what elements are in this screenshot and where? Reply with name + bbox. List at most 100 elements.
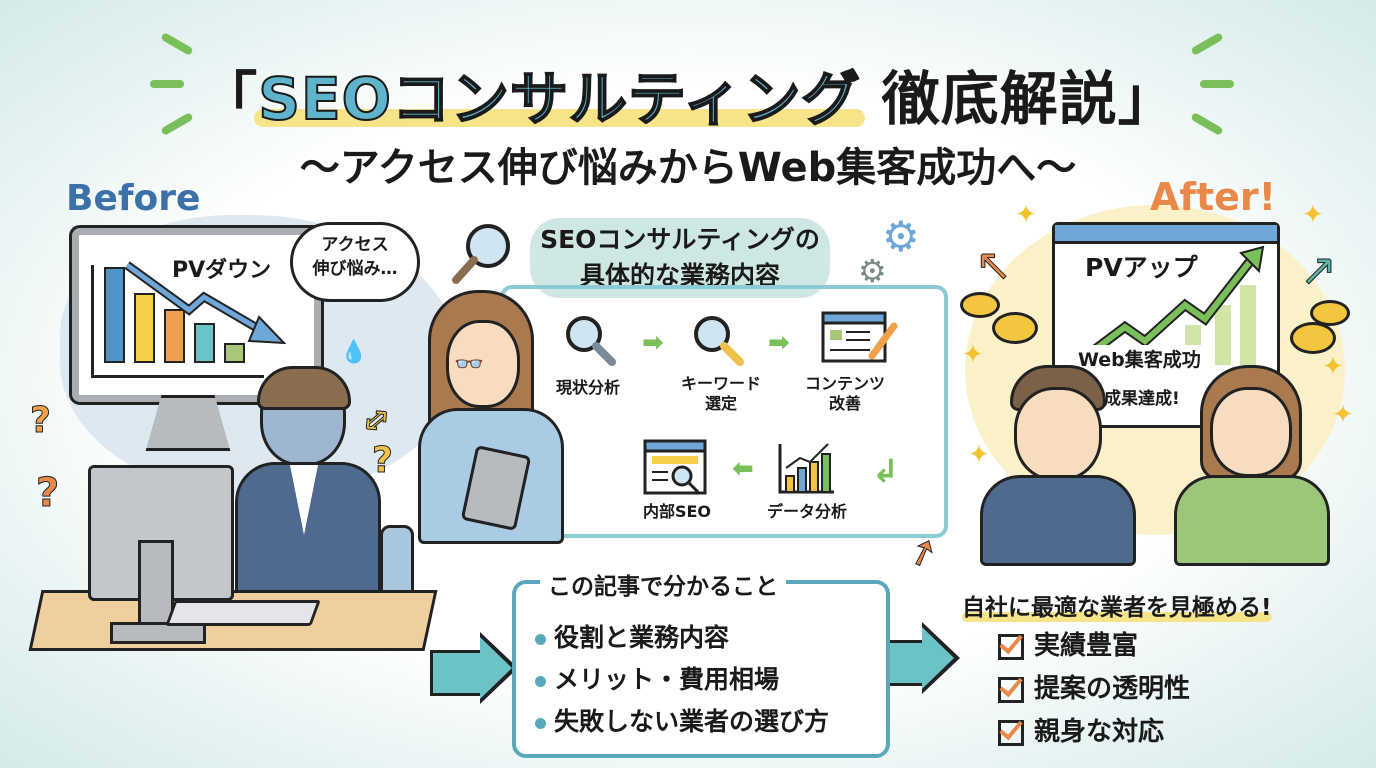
desktop-computer: [88, 465, 234, 601]
coin-icon: [960, 292, 1000, 318]
checkbox-checked-icon: [998, 633, 1024, 660]
arrow-right-icon: ➡: [768, 328, 790, 358]
consultant-woman: 👓: [418, 290, 568, 550]
article-summary-item-text: 役割と業務内容: [554, 623, 730, 652]
checkbox-checked-icon: [998, 676, 1024, 703]
chart-bar-3: [164, 309, 185, 363]
step-3-label-line2: 改善: [828, 394, 861, 413]
sweat-drops-icon: 💧: [340, 340, 368, 365]
before-bar-chart: [91, 265, 264, 378]
step-2-label: キーワード 選定: [666, 374, 776, 414]
bullet-icon: [535, 675, 546, 687]
browser-title-bar: [1055, 225, 1277, 244]
chart-bar-4: [194, 323, 215, 363]
happy-businesswoman: [1170, 365, 1330, 566]
chart-bar-1: [104, 267, 125, 363]
checklist-item: 親身な対応: [998, 711, 1164, 748]
article-summary-item: 失敗しない業者の選び方: [535, 702, 829, 738]
arrow-right-icon: ➡: [642, 328, 664, 358]
selection-heading-text: 自社に最適な業者を見極める!: [962, 595, 1272, 621]
title-rest: 徹底解説: [881, 65, 1118, 133]
gear-icon: ⚙: [858, 252, 887, 290]
sparkle-icon: ✦: [1322, 352, 1344, 382]
step-3-label-line1: コンテンツ: [804, 374, 885, 393]
computer-base: [110, 622, 206, 644]
checklist-item-text: 実績豊富: [1034, 631, 1139, 661]
coin-icon: [1310, 300, 1350, 326]
woman-jacket: [1174, 475, 1330, 566]
step-5-label: 内部SEO: [622, 502, 732, 522]
arrow-left-icon: ⬅: [732, 454, 754, 484]
checklist-item: 実績豊富: [998, 625, 1138, 662]
thought-line-2: 伸び悩み…: [312, 259, 398, 279]
step-2-icon: [690, 312, 746, 372]
curved-arrow-teal-icon: ↗: [1300, 245, 1338, 297]
page-title: 「SEOコンサルティング 徹底解説」: [0, 52, 1376, 136]
title-highlight-text: SEOコンサルティング: [257, 64, 861, 134]
coin-icon: [992, 312, 1038, 344]
step-4-icon: [776, 440, 836, 500]
step-5-icon: [642, 438, 708, 502]
services-title-line-1: SEOコンサルティングの: [540, 225, 820, 254]
gear-icon: ⚙: [882, 212, 920, 261]
woman-face: [1210, 387, 1292, 477]
coin-icon: [1290, 322, 1336, 354]
step-1-label-line1: 現状分析: [555, 378, 620, 397]
sparkle-icon: ✦: [962, 340, 984, 370]
page-subtitle: 〜アクセス伸び悩みからWeb集客成功へ〜: [299, 145, 1077, 191]
selection-heading: 自社に最適な業者を見極める!: [962, 588, 1272, 622]
sparkle-icon: ✦: [1302, 200, 1324, 230]
title-dash-left-mid: [150, 80, 184, 88]
bullet-icon: [535, 717, 546, 729]
title-dash-right-mid: [1200, 80, 1234, 88]
title-bracket-close: 」: [1117, 65, 1177, 133]
monitor-stand: [145, 395, 231, 451]
chart-bar-5: [224, 343, 245, 363]
bullet-icon: [535, 633, 546, 645]
article-summary-heading: この記事で分かること: [540, 567, 786, 601]
chart-bar-2: [134, 293, 155, 363]
article-summary-item: メリット・費用相場: [535, 660, 779, 696]
man-hair: [257, 366, 351, 410]
step-2-label-line1: キーワード: [680, 374, 761, 393]
thought-line-1: アクセス: [321, 235, 389, 255]
sparkle-icon: ✦: [1332, 400, 1354, 430]
man-suit: [980, 475, 1136, 566]
article-summary-box: [512, 580, 890, 758]
pv-down-label: PVダウン: [172, 258, 272, 283]
step-4-label: データ分析: [752, 502, 862, 522]
checklist-item: 提案の透明性: [998, 668, 1190, 705]
question-mark-icon: ?: [35, 470, 60, 517]
woman-face: [446, 320, 520, 408]
title-bracket-open: 「: [199, 65, 259, 133]
article-summary-item-text: 失敗しない業者の選び方: [554, 707, 830, 736]
glasses-icon: 👓: [454, 350, 484, 378]
article-summary-heading-text: この記事で分かること: [548, 574, 778, 600]
curved-arrow-orange-icon: ↖: [975, 240, 1013, 292]
return-arrow-icon: ↲: [872, 452, 899, 490]
before-label: Before: [66, 178, 201, 219]
step-1-icon: [562, 312, 618, 372]
step-4-label-line1: データ分析: [766, 502, 847, 521]
checklist-item-text: 提案の透明性: [1034, 674, 1191, 704]
article-summary-item: 役割と業務内容: [535, 618, 729, 654]
question-mark-icon: ?: [30, 400, 52, 442]
question-mark-icon: ?: [372, 440, 394, 482]
down-trend-arrow-icon: [124, 261, 287, 345]
step-1-label: 現状分析: [533, 378, 643, 398]
title-highlight: SEOコンサルティング: [254, 64, 865, 134]
man-face: [1014, 387, 1102, 481]
sparkle-icon: ✦: [968, 440, 990, 470]
achievement-label: 成果達成!: [1100, 384, 1184, 409]
step-5-label-line1: 内部SEO: [642, 502, 712, 521]
happy-businessman: [980, 365, 1140, 566]
keyboard: [165, 600, 321, 626]
step-3-label: コンテンツ 改善: [790, 374, 900, 414]
thought-bubble: アクセス 伸び悩み…: [290, 222, 420, 302]
checkbox-checked-icon: [998, 719, 1024, 746]
magnifier-icon: [448, 218, 518, 292]
pv-up-label: PVアップ: [1085, 253, 1198, 282]
up-trend-chart: [1082, 245, 1265, 365]
article-summary-item-text: メリット・費用相場: [554, 665, 780, 694]
step-3-icon: [820, 310, 900, 370]
